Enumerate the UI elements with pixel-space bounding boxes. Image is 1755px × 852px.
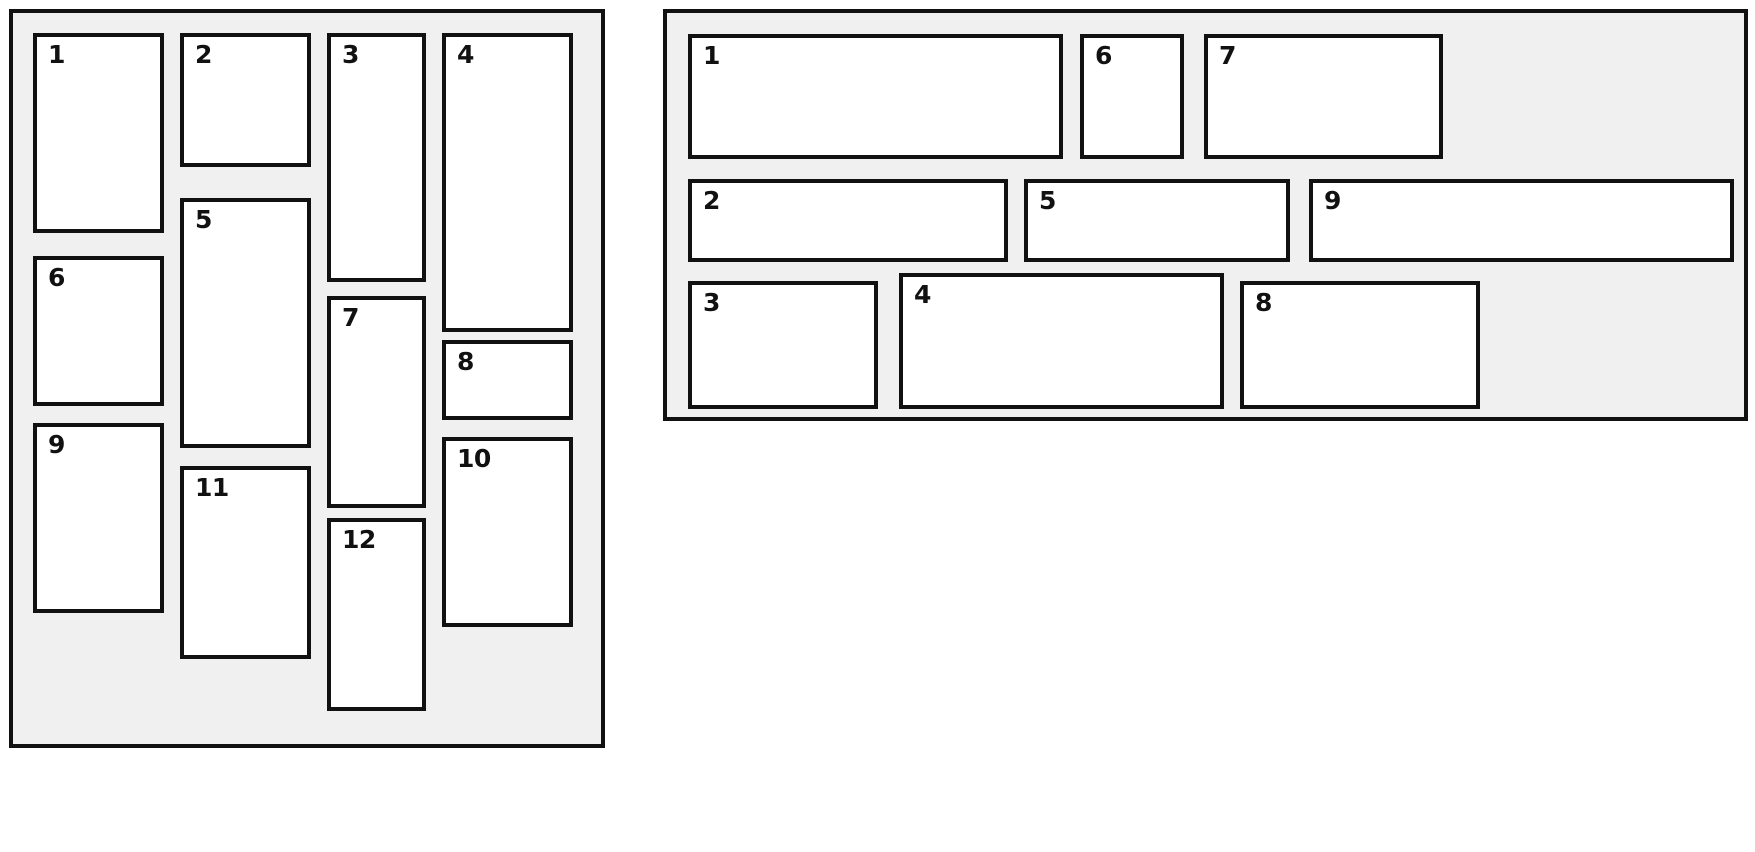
box-label: 8: [457, 347, 474, 376]
box-10[interactable]: 10: [442, 437, 573, 627]
box-label: 4: [457, 40, 474, 69]
box-4[interactable]: 4: [899, 273, 1224, 409]
box-7[interactable]: 7: [1204, 34, 1443, 159]
box-label: 11: [195, 473, 229, 502]
box-9[interactable]: 9: [33, 423, 164, 613]
right-panel: 1 6 7 2 5 9 3 4 8: [663, 9, 1748, 421]
box-6[interactable]: 6: [33, 256, 164, 406]
box-1[interactable]: 1: [688, 34, 1063, 159]
box-1[interactable]: 1: [33, 33, 164, 233]
box-label: 1: [48, 40, 65, 69]
box-label: 2: [195, 40, 212, 69]
box-label: 6: [48, 263, 65, 292]
box-label: 3: [703, 288, 720, 317]
box-label: 4: [914, 280, 931, 309]
box-9[interactable]: 9: [1309, 179, 1734, 262]
box-12[interactable]: 12: [327, 518, 426, 711]
box-label: 8: [1255, 288, 1272, 317]
box-label: 5: [195, 205, 212, 234]
box-label: 9: [1324, 186, 1341, 215]
box-6[interactable]: 6: [1080, 34, 1184, 159]
box-2[interactable]: 2: [688, 179, 1008, 262]
box-label: 5: [1039, 186, 1056, 215]
box-5[interactable]: 5: [180, 198, 311, 448]
box-5[interactable]: 5: [1024, 179, 1290, 262]
box-label: 12: [342, 525, 376, 554]
box-label: 1: [703, 41, 720, 70]
box-3[interactable]: 3: [688, 281, 878, 409]
box-label: 2: [703, 186, 720, 215]
box-label: 7: [1219, 41, 1236, 70]
box-label: 3: [342, 40, 359, 69]
box-label: 9: [48, 430, 65, 459]
box-3[interactable]: 3: [327, 33, 426, 282]
box-8[interactable]: 8: [442, 340, 573, 420]
box-8[interactable]: 8: [1240, 281, 1480, 409]
box-7[interactable]: 7: [327, 296, 426, 508]
box-4[interactable]: 4: [442, 33, 573, 332]
box-label: 7: [342, 303, 359, 332]
box-2[interactable]: 2: [180, 33, 311, 167]
box-label: 10: [457, 444, 491, 473]
box-label: 6: [1095, 41, 1112, 70]
box-11[interactable]: 11: [180, 466, 311, 659]
